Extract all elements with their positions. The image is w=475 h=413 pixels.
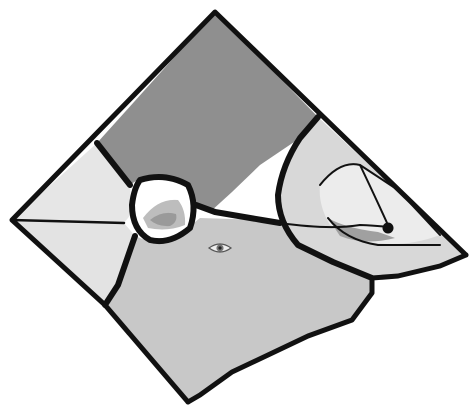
focus-point-icon — [383, 223, 394, 234]
